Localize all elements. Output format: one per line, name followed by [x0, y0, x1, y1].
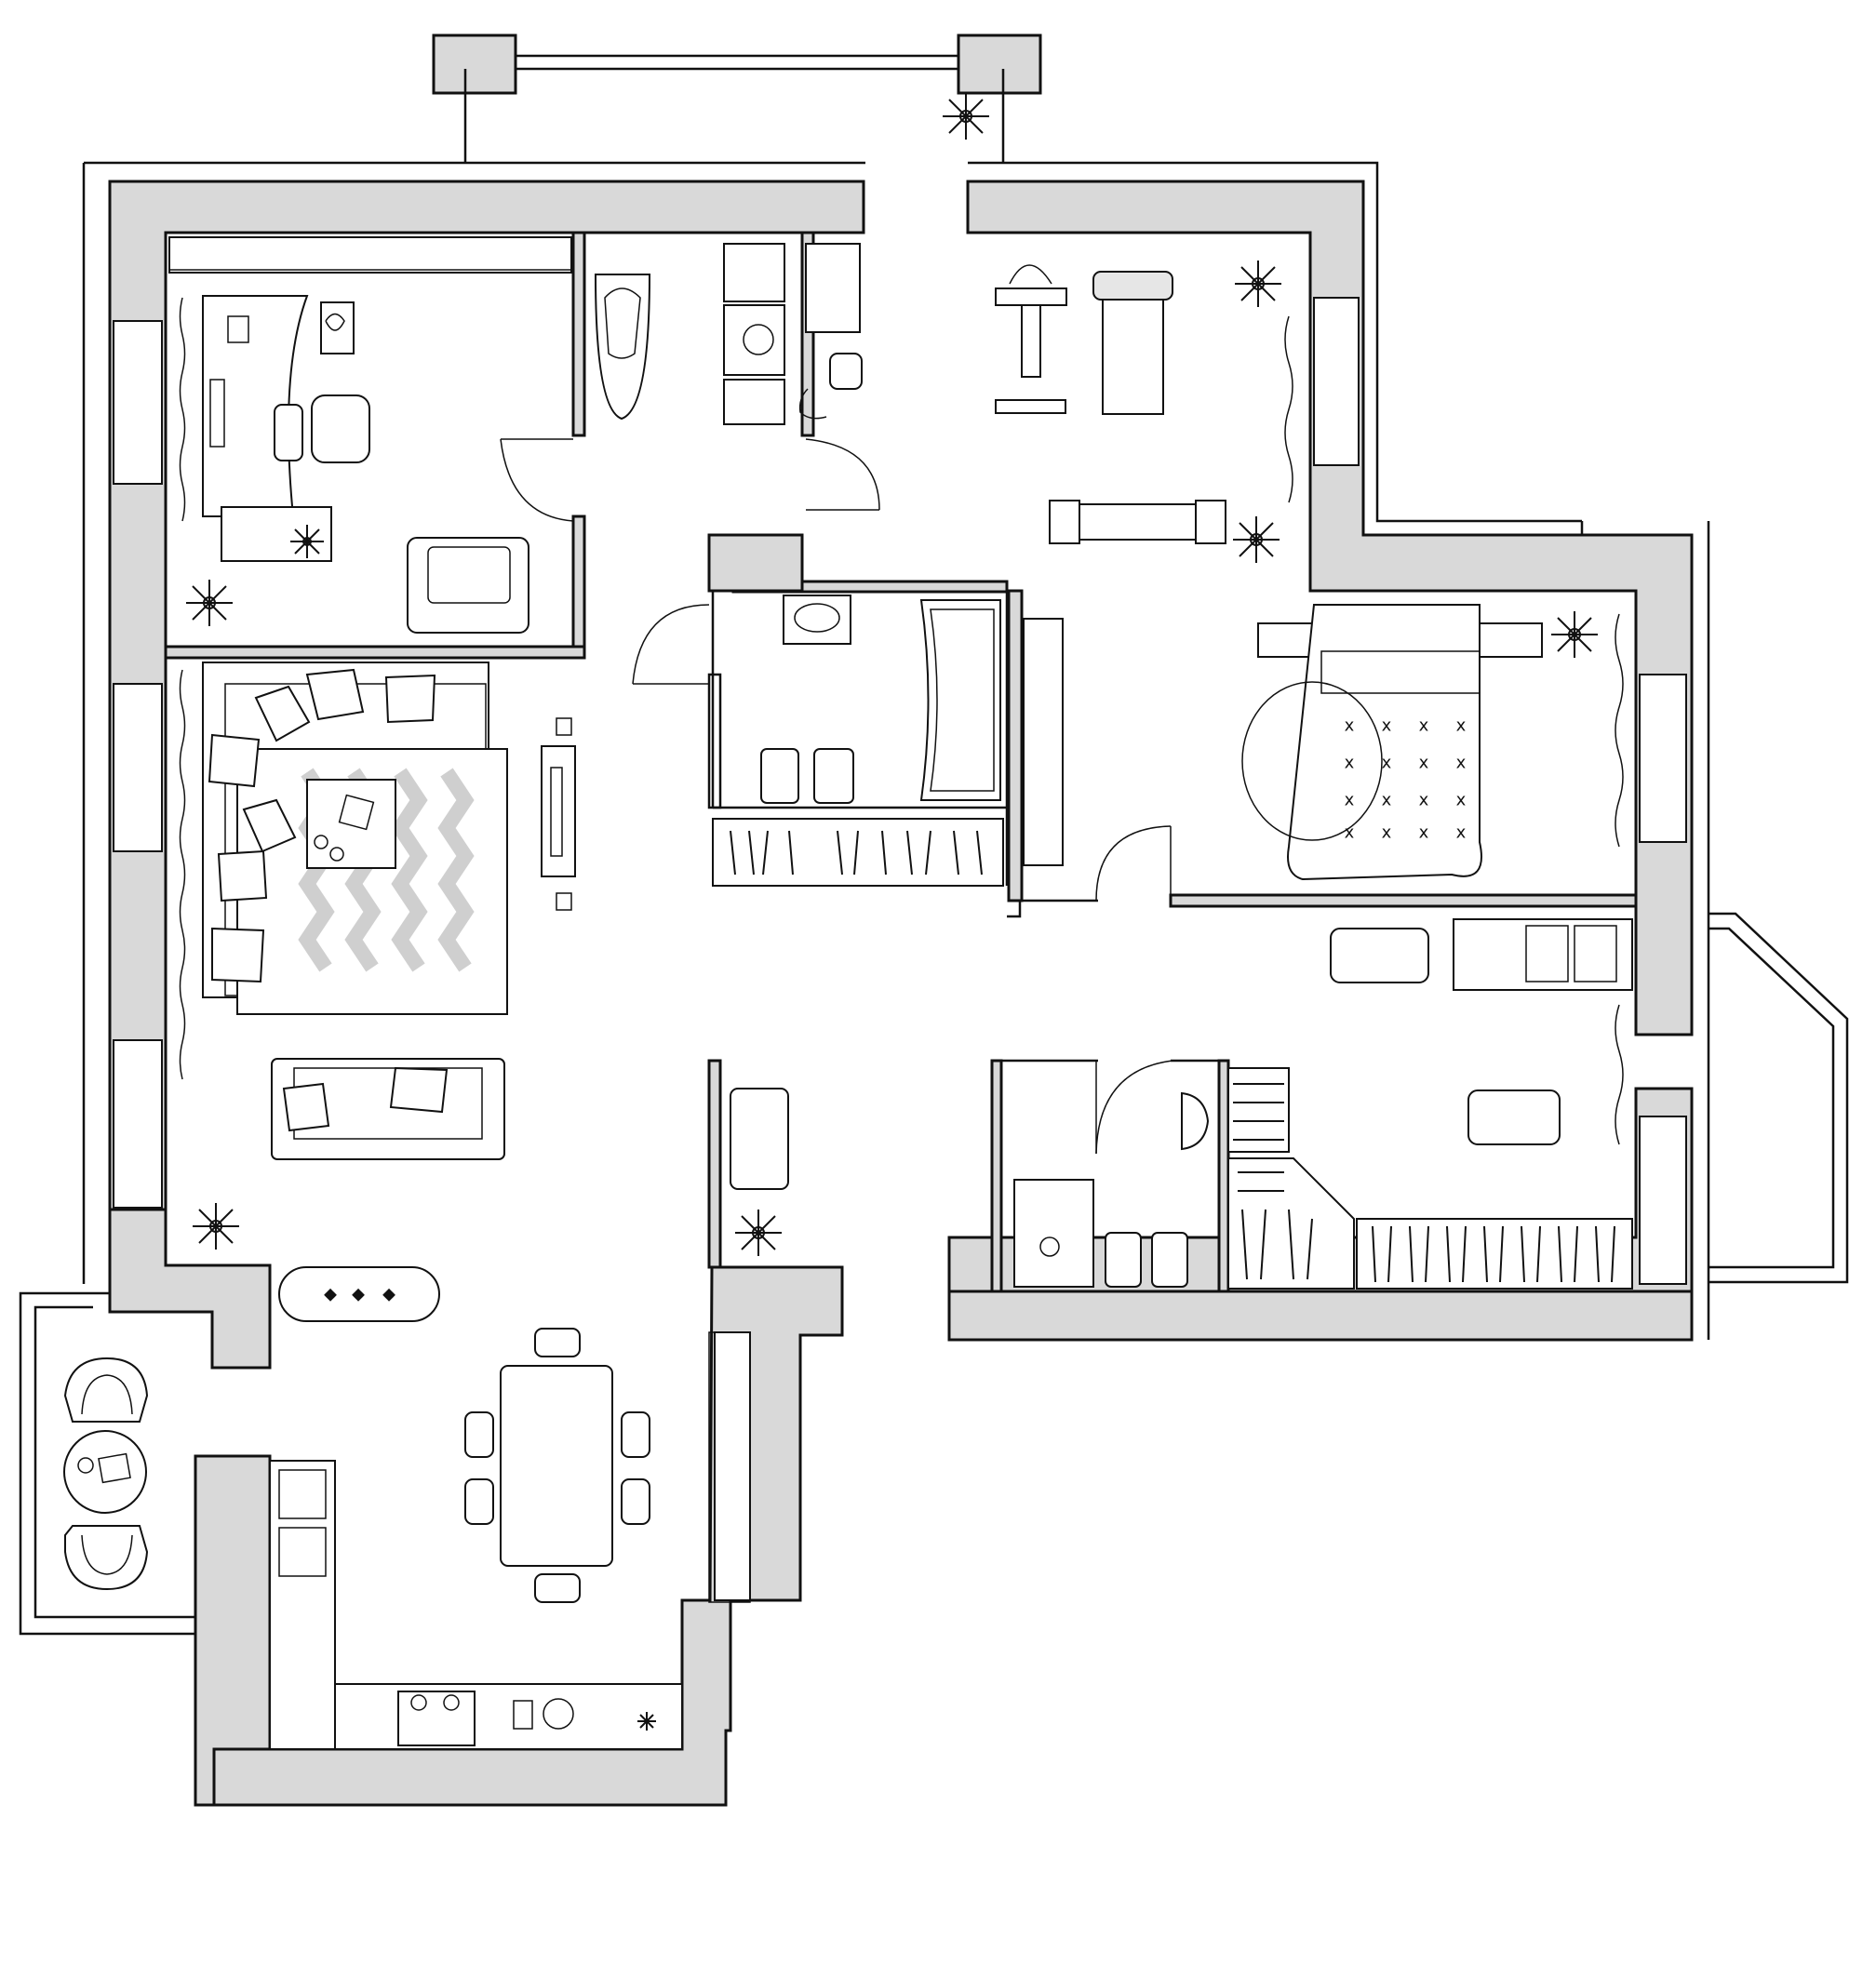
ottoman — [730, 1088, 789, 1190]
svg-text:x: x — [1382, 754, 1392, 773]
kitchen-dining: ◆ ◆ ◆ — [269, 1266, 751, 1750]
svg-text:x: x — [1456, 823, 1467, 843]
dining-chairs — [464, 1328, 650, 1603]
bed — [1287, 604, 1482, 881]
svg-text:x: x — [1382, 791, 1392, 810]
sink — [1181, 1091, 1210, 1151]
plant-icon — [290, 525, 324, 558]
closet-rack — [1227, 1067, 1290, 1153]
round-rug — [1241, 681, 1383, 841]
top-balcony — [432, 33, 1042, 163]
right-terrace — [1708, 912, 1849, 1284]
svg-text:x: x — [1382, 716, 1392, 736]
plant-icon — [1235, 261, 1281, 307]
shower — [1013, 1179, 1094, 1288]
plant-icon — [1551, 611, 1598, 658]
svg-text:x: x — [1419, 823, 1429, 843]
sofa — [271, 1058, 505, 1160]
coffee-table — [306, 779, 396, 869]
side-table — [221, 506, 332, 562]
wardrobe — [1356, 1218, 1633, 1290]
exterior-walls — [82, 161, 1710, 1807]
utility-room — [594, 243, 863, 425]
svg-text:◆: ◆ — [324, 1285, 337, 1304]
walk-in-closet — [1227, 1067, 1355, 1290]
svg-text:x: x — [1345, 716, 1355, 736]
bathtub — [594, 274, 651, 421]
plants — [186, 93, 1598, 1731]
wardrobe — [1023, 618, 1064, 866]
armchair — [407, 537, 529, 634]
svg-text:x: x — [1345, 823, 1355, 843]
svg-text:x: x — [1382, 823, 1392, 843]
washer — [723, 243, 785, 302]
wall-shelf — [714, 1331, 751, 1601]
doors — [500, 438, 1173, 1155]
svg-text:x: x — [1345, 754, 1355, 773]
svg-text:◆: ◆ — [382, 1285, 395, 1304]
living-room — [179, 662, 789, 1190]
plant-icon — [186, 580, 233, 626]
cushions — [208, 668, 436, 983]
svg-text:x: x — [1456, 754, 1467, 773]
left-balcony — [19, 1291, 195, 1636]
chair — [311, 394, 370, 463]
svg-text:x: x — [1419, 716, 1429, 736]
svg-text:◆: ◆ — [352, 1285, 365, 1304]
bathroom — [730, 595, 1001, 876]
toilet — [760, 748, 799, 804]
plant-icon — [943, 93, 989, 140]
svg-text:x: x — [1419, 754, 1429, 773]
bidet — [1151, 1232, 1188, 1288]
plant-icon — [735, 1210, 782, 1256]
sink — [783, 595, 851, 645]
svg-text:x: x — [1456, 791, 1467, 810]
plant-icon — [1233, 516, 1280, 563]
dining-table — [500, 1365, 613, 1567]
ottoman — [1467, 1089, 1561, 1145]
gym — [995, 264, 1293, 544]
bidet — [813, 748, 854, 804]
interior-walls — [164, 231, 1638, 1603]
plant-icon — [193, 1203, 239, 1250]
weight-bench — [1060, 503, 1211, 541]
dressing-area — [1330, 918, 1633, 1290]
ottoman — [1330, 928, 1429, 983]
toilet — [1105, 1232, 1142, 1288]
svg-text:x: x — [1419, 791, 1429, 810]
svg-text:x: x — [1345, 791, 1355, 810]
tv-console — [541, 745, 576, 877]
dresser — [1453, 918, 1633, 991]
office — [168, 236, 572, 634]
console-table — [278, 1266, 440, 1322]
stove — [397, 1691, 476, 1746]
shower-room — [1013, 1091, 1210, 1288]
bathtub — [919, 599, 1001, 801]
plant-icon — [637, 1712, 656, 1731]
svg-text:x: x — [1456, 716, 1467, 736]
exercise-bike — [1021, 297, 1041, 378]
bookshelf — [168, 236, 572, 274]
